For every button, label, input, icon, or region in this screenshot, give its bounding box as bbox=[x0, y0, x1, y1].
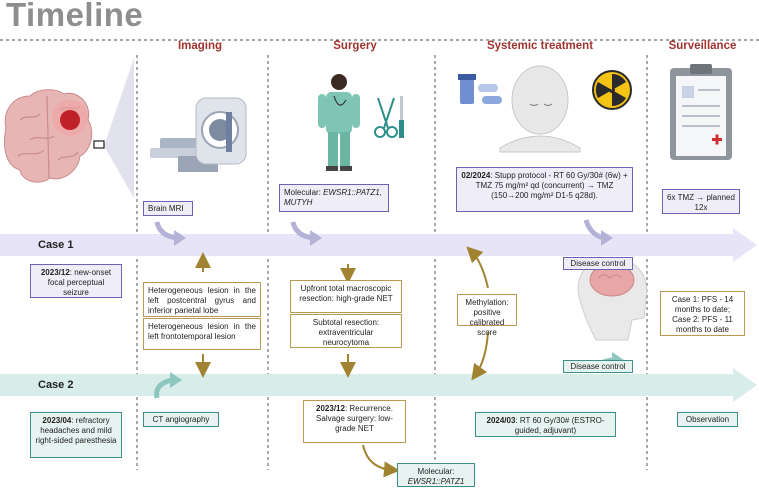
case2-systemic-box: 2024/03: RT 60 Gy/30# (ESTRO-guided, adj… bbox=[475, 412, 616, 437]
case1-molecular-genes: EWSR1::PATZ1, MUTYH bbox=[284, 188, 382, 207]
case2-molecular-box: Molecular:EWSR1::PATZ1 bbox=[397, 463, 475, 487]
case1-outcome: Disease control bbox=[563, 257, 633, 270]
case1-systemic-date: 02/2024 bbox=[461, 171, 491, 180]
case2-recurrence-date: 2023/12 bbox=[316, 404, 345, 413]
case1-surveillance-box: 6x TMZ → planned 12x bbox=[662, 189, 740, 214]
column-heading-surveillance: Surveillance bbox=[668, 40, 737, 52]
case1-presentation: 2023/12: new-onset focal perceptual seiz… bbox=[30, 264, 122, 298]
case1-molecular-box: Molecular: EWSR1::PATZ1, MUTYH bbox=[279, 184, 389, 212]
column-heading-systemic: Systemic treatment bbox=[486, 40, 594, 52]
zoom-wedge bbox=[104, 58, 134, 198]
case2-molecular-genes: EWSR1::PATZ1 bbox=[407, 477, 465, 486]
surgeon-icon bbox=[318, 74, 360, 171]
case2-systemic-date: 2024/03 bbox=[486, 416, 516, 425]
pfs-box: Case 1: PFS - 14 months to date; Case 2:… bbox=[660, 291, 745, 336]
zoom-marker bbox=[93, 140, 105, 149]
brain-icon bbox=[4, 89, 93, 183]
case2-timeline-band bbox=[0, 368, 757, 402]
case1-surgery-box: Upfront total macroscopic resection: hig… bbox=[290, 280, 402, 313]
case1-imaging-box: Brain MRI bbox=[143, 201, 193, 216]
case2-imaging-finding: Heterogeneous lesion in the left frontot… bbox=[143, 318, 261, 350]
mri-scanner-icon bbox=[150, 97, 247, 172]
case1-imaging-finding: Heterogeneous lesion in the left postcen… bbox=[143, 282, 261, 317]
case2-surgery-box: Subtotal resection: extraventricular neu… bbox=[290, 314, 402, 348]
case1-molecular-prefix: Molecular: bbox=[284, 188, 324, 197]
case2-surveillance-box: Observation bbox=[677, 412, 738, 427]
case1-timeline-band bbox=[0, 228, 757, 262]
head-icon bbox=[499, 65, 581, 153]
case2-presentation-date: 2023/04 bbox=[42, 416, 72, 425]
case1-systemic-text: : Stupp protocol - RT 60 Gy/30# (6w) + T… bbox=[475, 171, 628, 200]
clipboard-icon bbox=[670, 64, 732, 160]
scalpel-icon bbox=[399, 96, 404, 138]
scissors-icon bbox=[374, 97, 398, 138]
pills-icon bbox=[458, 74, 502, 104]
case1-presentation-date: 2023/12 bbox=[40, 268, 70, 277]
page-title: Timeline bbox=[6, 0, 144, 33]
gold-arrows bbox=[195, 246, 489, 478]
column-heading-imaging: Imaging bbox=[177, 40, 223, 52]
case2-recurrence-box: 2023/12: Recurrence. Salvage surgery: lo… bbox=[303, 400, 406, 443]
case2-systemic-text: : RT 60 Gy/30# (ESTRO-guided, adjuvant) bbox=[514, 416, 605, 435]
case1-systemic-box: 02/2024: Stupp protocol - RT 60 Gy/30# (… bbox=[456, 167, 633, 212]
radiation-icon bbox=[592, 70, 632, 110]
column-heading-surgery: Surgery bbox=[333, 40, 377, 52]
case1-label: Case 1 bbox=[38, 239, 74, 251]
case2-presentation-text: : refractory headaches and mild right-si… bbox=[35, 416, 117, 445]
case2-outcome: Disease control bbox=[563, 360, 633, 373]
case2-molecular-prefix: Molecular: bbox=[417, 467, 455, 476]
case2-imaging-box: CT angiography bbox=[143, 412, 219, 427]
case2-presentation: 2023/04: refractory headaches and mild r… bbox=[30, 412, 122, 458]
case1-presentation-text: : new-onset focal perceptual seizure bbox=[47, 268, 112, 297]
case2-label: Case 2 bbox=[38, 379, 74, 391]
methylation-box: Methylation: positive calibrated score bbox=[457, 294, 517, 337]
head-brain-icon bbox=[577, 257, 648, 341]
case2-recurrence-text: : Recurrence. Salvage surgery: low-grade… bbox=[316, 404, 393, 433]
